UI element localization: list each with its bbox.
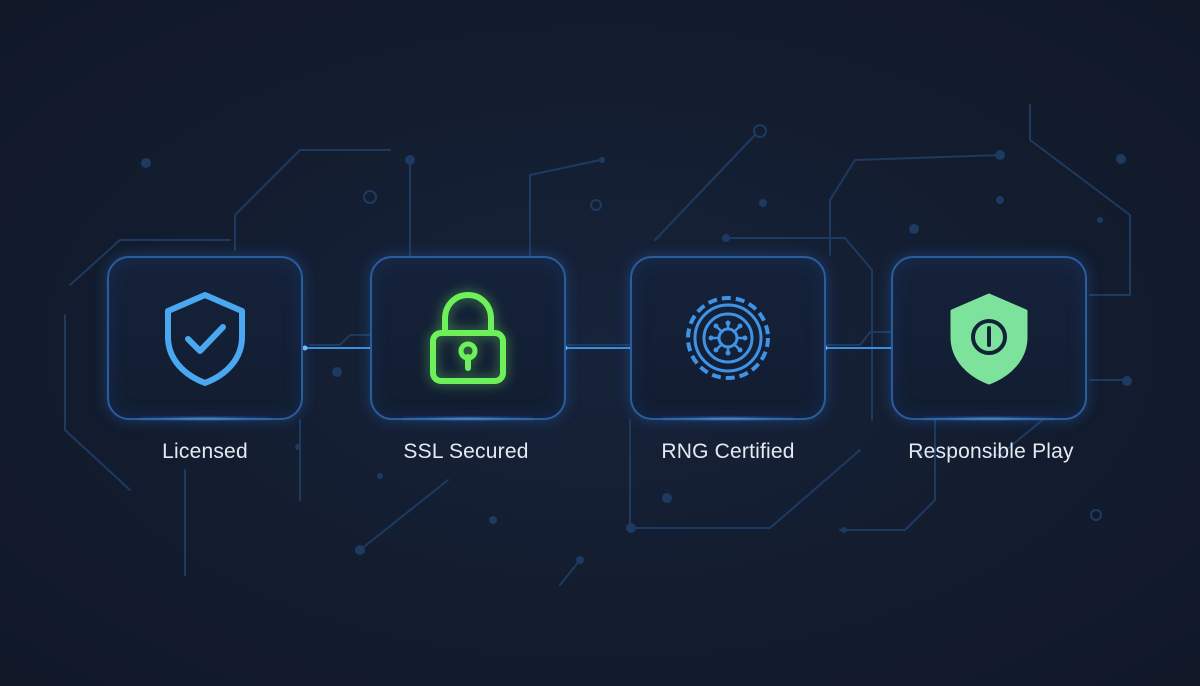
shield-check-icon [150,283,260,393]
badge-card-licensed [107,256,303,420]
badge-label-ssl: SSL Secured [403,440,529,463]
badge-card-responsible-play [891,256,1087,420]
shield-power-icon [934,283,1044,393]
badge-label-licensed: Licensed [162,440,248,463]
badge-label-rng: RNG Certified [661,440,795,463]
badge-card-rng [630,256,826,420]
badge-card-ssl [370,256,566,420]
gear-chip-icon [673,283,783,393]
badge-label-responsible-play: Responsible Play [908,440,1074,463]
padlock-icon [413,283,523,393]
